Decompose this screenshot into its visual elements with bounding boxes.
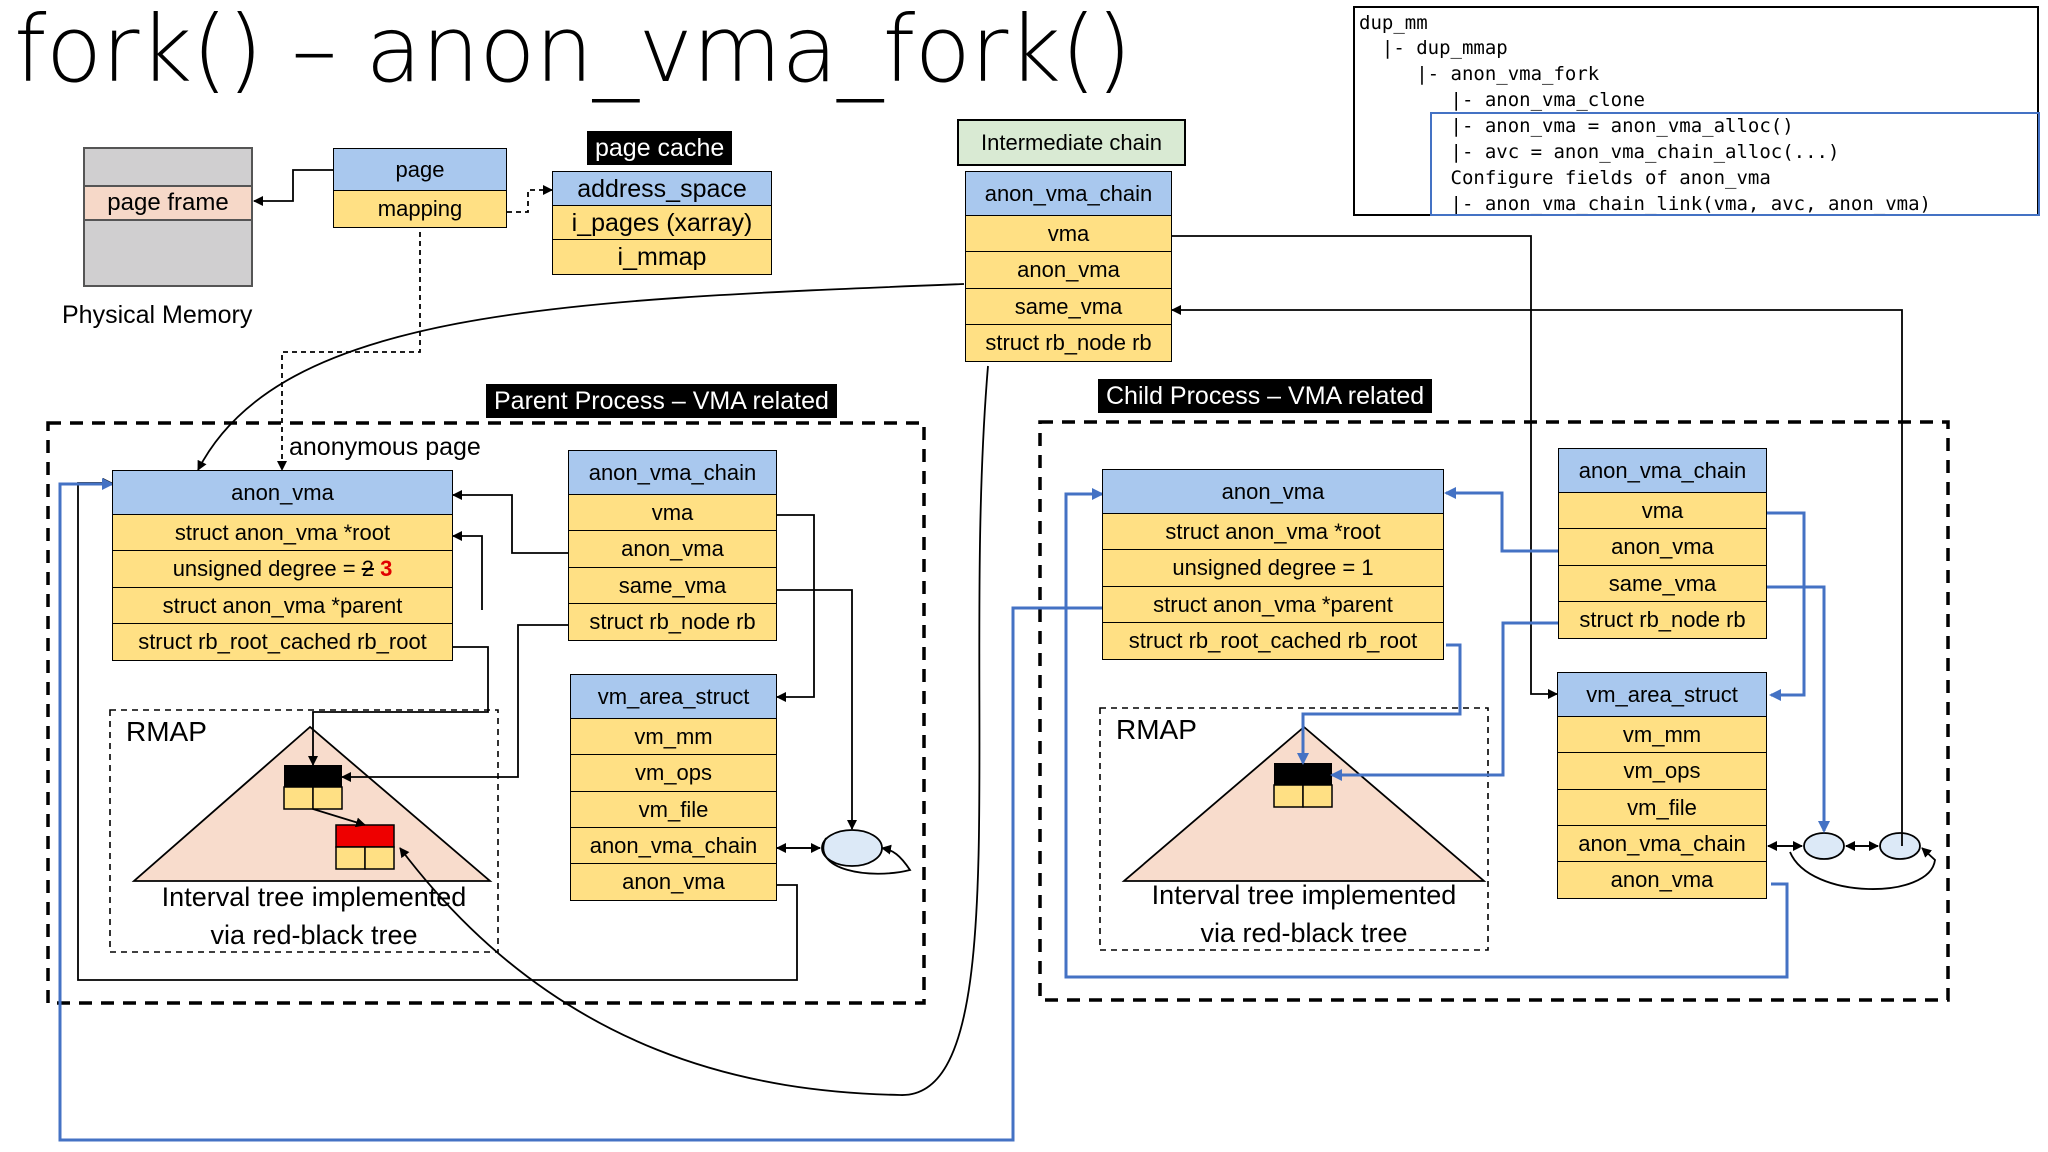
parent-anon-vma-root: struct anon_vma *root bbox=[112, 514, 453, 553]
degree-old-value: 2 bbox=[361, 556, 374, 582]
code-line: |- avc = anon_vma_chain_alloc(...) bbox=[1359, 141, 1840, 163]
tree-caption-line: via red-black tree bbox=[210, 920, 418, 950]
page-struct: page mapping bbox=[333, 148, 507, 229]
parent-anon-vma-parent: struct anon_vma *parent bbox=[112, 586, 453, 625]
child-anon-vma-header: anon_vma bbox=[1102, 469, 1444, 515]
child-anon-vma-field: struct anon_vma *root bbox=[1102, 513, 1444, 552]
code-line: |- dup_mmap bbox=[1359, 37, 1508, 59]
parent-vma-field: anon_vma_chain bbox=[570, 826, 777, 865]
child-avc-field: struct rb_node rb bbox=[1558, 600, 1767, 639]
intermediate-avc-header: anon_vma_chain bbox=[965, 171, 1172, 217]
parent-anon-vma-degree: unsigned degree = 2 3 bbox=[112, 550, 453, 589]
parent-anon-vma-chain: anon_vma_chain vma anon_vma same_vma str… bbox=[568, 450, 777, 641]
parent-rmap-frame bbox=[109, 709, 499, 953]
child-tree-caption: Interval tree implemented via red-black … bbox=[1100, 876, 1508, 952]
child-anon-vma-field: unsigned degree = 1 bbox=[1102, 549, 1444, 588]
parent-rb-node-new bbox=[335, 824, 395, 870]
parent-anon-vma: anon_vma struct anon_vma *root unsigned … bbox=[112, 470, 453, 661]
child-vma-header: vm_area_struct bbox=[1557, 672, 1767, 718]
physical-memory-caption: Physical Memory bbox=[62, 301, 253, 329]
call-trace-box: dup_mm |- dup_mmap |- anon_vma_fork |- a… bbox=[1353, 6, 2039, 216]
child-vma-field: vm_file bbox=[1557, 788, 1767, 827]
child-vma-field: anon_vma_chain bbox=[1557, 824, 1767, 863]
tree-caption-line: via red-black tree bbox=[1200, 918, 1408, 948]
parent-process-frame bbox=[46, 421, 926, 1005]
anonymous-page-label: anonymous page bbox=[289, 433, 481, 461]
tree-caption-line: Interval tree implemented bbox=[161, 882, 467, 912]
child-list-node-a bbox=[1803, 832, 1845, 860]
child-anon-vma-field: struct anon_vma *parent bbox=[1102, 585, 1444, 624]
code-line: |- anon_vma_chain_link(vma, avc, anon_vm… bbox=[1359, 193, 1931, 215]
child-vma-field: vm_ops bbox=[1557, 752, 1767, 791]
page-frame-cell: page frame bbox=[85, 185, 251, 221]
parent-anon-vma-rb-root: struct rb_root_cached rb_root bbox=[112, 622, 453, 661]
address-space-field: i_mmap bbox=[552, 239, 772, 276]
child-avc-field: vma bbox=[1558, 492, 1767, 531]
child-anon-vma: anon_vma struct anon_vma *root unsigned … bbox=[1102, 469, 1444, 660]
code-line: dup_mm bbox=[1359, 12, 1428, 34]
parent-avc-header: anon_vma_chain bbox=[568, 450, 777, 496]
parent-avc-field: anon_vma bbox=[568, 530, 777, 569]
parent-vma-field: vm_ops bbox=[570, 754, 777, 793]
parent-vma-field: anon_vma bbox=[570, 863, 777, 902]
child-process-label: Child Process – VMA related bbox=[1098, 379, 1433, 413]
highlight-box bbox=[1430, 112, 2040, 216]
intermediate-avc-field: same_vma bbox=[965, 287, 1172, 326]
parent-tree-caption: Interval tree implemented via red-black … bbox=[110, 878, 518, 954]
child-rmap-label: RMAP bbox=[1116, 714, 1197, 745]
parent-rmap-label: RMAP bbox=[126, 716, 207, 747]
page-mapping-field: mapping bbox=[333, 190, 507, 229]
code-line: |- anon_vma = anon_vma_alloc() bbox=[1359, 115, 1794, 137]
parent-list-node bbox=[821, 829, 883, 867]
parent-vma-field: vm_file bbox=[570, 790, 777, 829]
intermediate-anon-vma-chain: anon_vma_chain vma anon_vma same_vma str… bbox=[965, 171, 1172, 362]
child-process-frame bbox=[1038, 420, 1950, 1002]
code-line: |- anon_vma_fork bbox=[1359, 63, 1600, 85]
parent-vma-field: vm_mm bbox=[570, 718, 777, 757]
page-cache-label: page cache bbox=[587, 131, 733, 165]
parent-avc-field: struct rb_node rb bbox=[568, 602, 777, 641]
tree-caption-line: Interval tree implemented bbox=[1151, 880, 1457, 910]
address-space-header: address_space bbox=[552, 171, 772, 207]
intermediate-avc-field: struct rb_node rb bbox=[965, 323, 1172, 362]
child-anon-vma-chain: anon_vma_chain vma anon_vma same_vma str… bbox=[1558, 448, 1767, 639]
parent-anon-vma-header: anon_vma bbox=[112, 470, 453, 516]
child-avc-field: anon_vma bbox=[1558, 528, 1767, 567]
physical-memory-block: page frame bbox=[83, 147, 253, 287]
degree-new-value: 3 bbox=[380, 556, 393, 582]
child-vm-area-struct: vm_area_struct vm_mm vm_ops vm_file anon… bbox=[1557, 672, 1767, 900]
parent-vm-area-struct: vm_area_struct vm_mm vm_ops vm_file anon… bbox=[570, 674, 777, 902]
parent-avc-field: vma bbox=[568, 494, 777, 533]
intermediate-chain-label: Intermediate chain bbox=[957, 119, 1186, 166]
child-rmap-frame bbox=[1099, 707, 1489, 951]
child-avc-field: same_vma bbox=[1558, 564, 1767, 603]
intermediate-avc-field: anon_vma bbox=[965, 251, 1172, 290]
child-anon-vma-field: struct rb_root_cached rb_root bbox=[1102, 621, 1444, 660]
page-title: fork() – anon_vma_fork() bbox=[14, 0, 1132, 103]
parent-rb-node-root bbox=[283, 765, 343, 810]
child-avc-header: anon_vma_chain bbox=[1558, 448, 1767, 494]
address-space-field: i_pages (xarray) bbox=[552, 205, 772, 242]
child-list-node-b bbox=[1879, 832, 1921, 860]
intermediate-avc-field: vma bbox=[965, 215, 1172, 254]
code-line: |- anon_vma_clone bbox=[1359, 89, 1645, 111]
address-space-struct: address_space i_pages (xarray) i_mmap bbox=[552, 171, 772, 276]
child-rb-node-root bbox=[1273, 763, 1333, 808]
parent-vma-header: vm_area_struct bbox=[570, 674, 777, 720]
degree-text: unsigned degree = bbox=[172, 556, 362, 582]
child-vma-field: vm_mm bbox=[1557, 716, 1767, 755]
page-header: page bbox=[333, 148, 507, 192]
parent-process-label: Parent Process – VMA related bbox=[486, 384, 837, 418]
code-line: Configure fields of anon_vma bbox=[1359, 167, 1771, 189]
child-vma-field: anon_vma bbox=[1557, 861, 1767, 900]
parent-avc-field: same_vma bbox=[568, 566, 777, 605]
